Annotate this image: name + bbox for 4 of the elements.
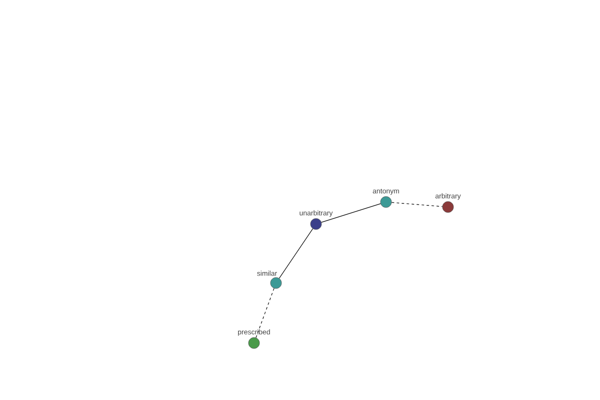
connector-line (391, 202, 443, 207)
connector-line (278, 228, 314, 279)
connector-line (256, 288, 274, 338)
connector-line (321, 203, 381, 223)
